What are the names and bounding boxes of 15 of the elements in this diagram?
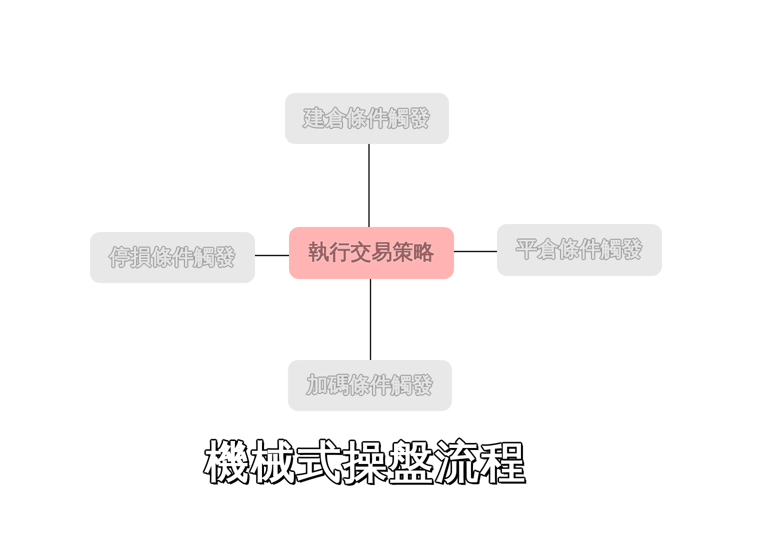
strategy-box	[289, 227, 454, 279]
connector-line	[368, 144, 370, 227]
condition-label: 加碼條件觸發	[307, 372, 433, 398]
connector-line	[370, 279, 372, 360]
connector-line	[454, 250, 497, 252]
condition-box	[497, 224, 662, 276]
condition-label: 停損條件觸發	[110, 244, 236, 270]
condition-label: 平倉條件觸發	[516, 237, 642, 263]
strategy-label: 執行交易策略	[308, 240, 434, 266]
condition-box	[288, 360, 452, 411]
condition-label: 建倉條件觸發	[304, 106, 430, 132]
connector-line	[255, 254, 289, 256]
condition-box	[285, 93, 449, 144]
condition-box	[90, 232, 255, 283]
diagram-title: 機械式操盤流程	[190, 434, 542, 492]
